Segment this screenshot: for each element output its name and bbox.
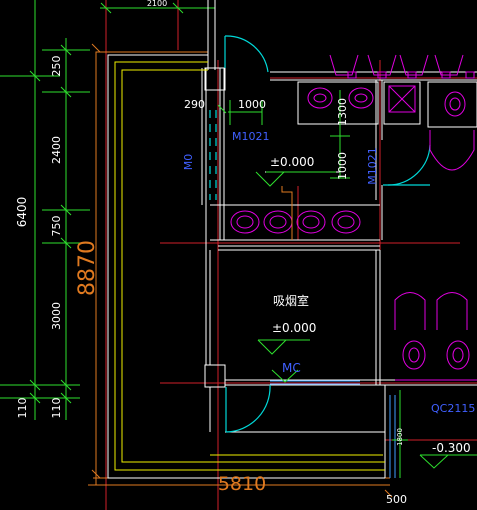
dim-290: 290 — [184, 98, 205, 111]
dim-750: 750 — [50, 216, 63, 237]
level-toilet: ±0.000 — [270, 155, 314, 169]
fixtures — [230, 54, 477, 381]
orange-leaders — [281, 186, 293, 240]
dim-2400: 2400 — [50, 136, 63, 164]
dim-500: 500 — [386, 493, 407, 506]
dim-1300: 1300 — [336, 98, 349, 126]
dim-1800: 1800 — [396, 428, 404, 446]
dim-250: 250 — [50, 56, 63, 77]
dim-6400: 6400 — [15, 197, 29, 228]
dim-3000: 3000 — [50, 302, 63, 330]
windows — [270, 380, 396, 478]
door-tag-m1021-right: M1021 — [366, 147, 379, 185]
door-tag-m0: M0 — [182, 154, 195, 171]
dimension-toilet — [217, 90, 408, 478]
dimension-lines-left — [0, 0, 90, 420]
dim-1000-vertical: 1000 — [336, 152, 349, 180]
smoking-room-texts: 吸烟室 ±0.000 MC — [272, 293, 316, 375]
dim-1000: 1000 — [238, 98, 266, 111]
room-name-smoking: 吸烟室 — [273, 293, 309, 308]
right-area-texts: QC2115 1800 -0.300 — [396, 402, 475, 455]
overall-width: 5810 — [218, 473, 266, 495]
doors — [209, 35, 431, 433]
dim-110-outer: 110 — [16, 398, 29, 419]
level-symbols — [255, 171, 477, 469]
level-right: -0.300 — [432, 441, 471, 455]
door-tag-mc: MC — [282, 361, 301, 375]
dimension-texts: 6400 110 250 2400 750 3000 110 2100 8870… — [15, 0, 407, 506]
window-tag-qc2115: QC2115 — [431, 402, 475, 415]
dim-110-inner: 110 — [50, 398, 63, 419]
door-tag-m1021: M1021 — [232, 130, 270, 143]
axis-lines — [105, 0, 477, 510]
inner-outline — [114, 61, 385, 471]
level-smoking: ±0.000 — [272, 321, 316, 335]
overall-height: 8870 — [75, 240, 100, 296]
toilet-room-texts: 290 1000 M1021 M0 ±0.000 1300 1000 M1021 — [182, 98, 379, 185]
dim-2100: 2100 — [147, 0, 167, 8]
dimension-top — [100, 2, 215, 14]
